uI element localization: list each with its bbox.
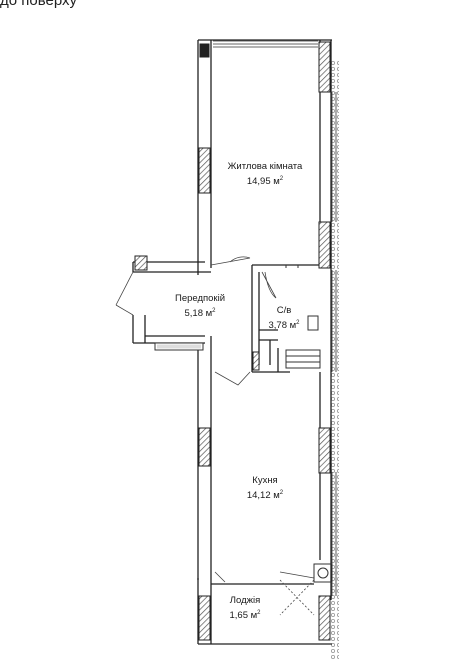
entry-door-swing: [115, 271, 134, 316]
wall-hall-left: [132, 262, 146, 343]
area-unit-sup: 2: [257, 610, 261, 616]
area-unit-sup: 2: [212, 308, 216, 314]
wall-kitchen-left: [197, 336, 212, 580]
area-unit-sup: 2: [279, 176, 284, 182]
room-name: С/в: [276, 305, 292, 316]
room-area: 14,95 м: [246, 176, 280, 187]
wall-loggia: [197, 572, 332, 645]
kitchen-door-swing: [214, 371, 251, 386]
room-name: Житлова кімната: [227, 161, 303, 172]
walls: [132, 39, 332, 645]
wall-living-left: [197, 40, 212, 275]
bath-door-swing: [261, 271, 277, 299]
loggia-door-swing: [214, 571, 315, 583]
bath-counter: [285, 349, 321, 369]
doors: [115, 256, 315, 616]
area-unit-sup: 2: [296, 320, 300, 326]
room-label-bath: С/в 3,78 м2: [256, 304, 312, 332]
room-label-kitchen: Кухня 14,12 м2: [220, 474, 310, 502]
facade-strip: [331, 60, 339, 660]
room-area: 1,65 м: [229, 610, 258, 621]
fixtures: [154, 265, 333, 583]
wall-bath: [251, 264, 322, 373]
room-name: Лоджія: [229, 595, 261, 606]
windows: [213, 40, 337, 596]
room-label-loggia: Лоджія 1,65 м2: [215, 594, 275, 622]
room-area: 14,12 м: [246, 490, 280, 501]
boiler: [313, 563, 333, 583]
wall-bath-inner: [259, 329, 279, 372]
area-unit-sup: 2: [279, 490, 284, 496]
wall-right-outer: [319, 40, 332, 600]
room-area: 3,78 м: [268, 320, 297, 331]
room-label-hall: Передпокій 5,18 м2: [150, 292, 250, 320]
living-door-swing: [210, 256, 251, 266]
room-name: Кухня: [252, 475, 278, 486]
wall-hall-bottom: [133, 335, 205, 344]
room-area: 5,18 м: [184, 308, 213, 319]
wall-blocks: [134, 41, 331, 641]
floor-caption: до поверху: [0, 0, 78, 9]
room-label-living: Житлова кімната 14,95 м2: [210, 160, 320, 188]
bath-sink: [307, 315, 319, 331]
loggia-diag: [279, 579, 315, 616]
room-name: Передпокій: [174, 293, 225, 304]
